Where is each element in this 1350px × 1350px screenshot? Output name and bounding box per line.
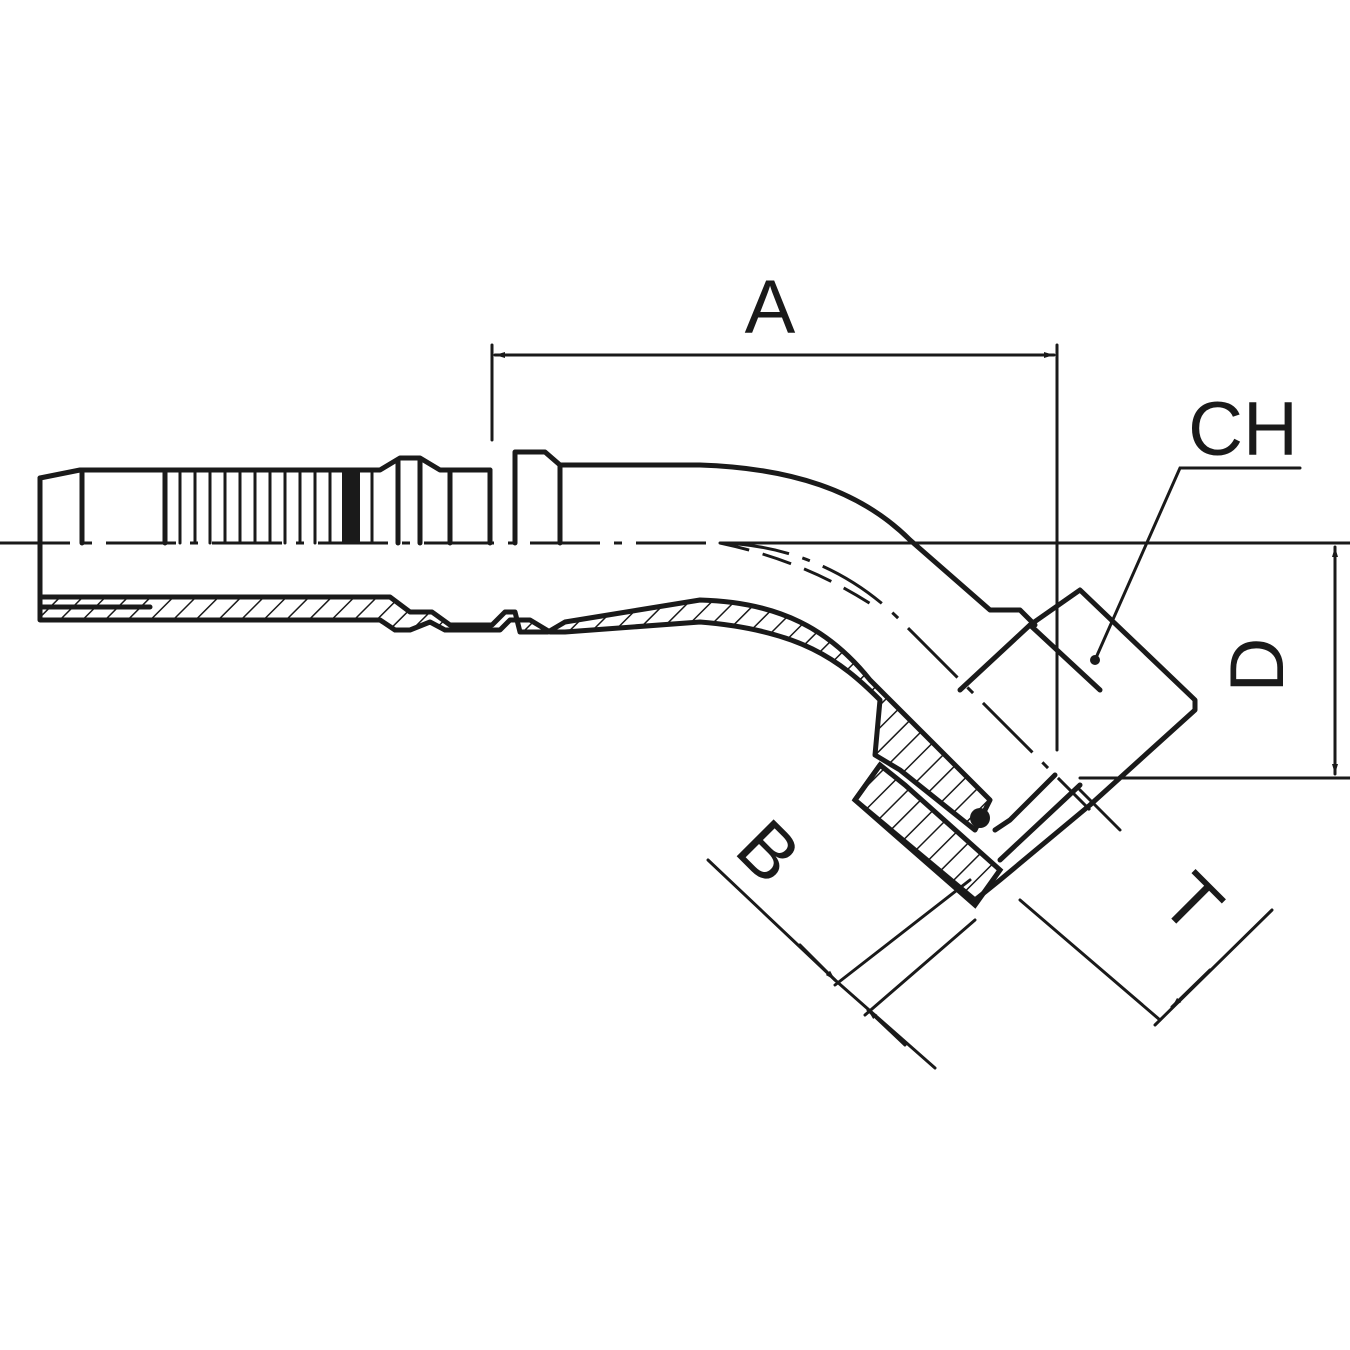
label-t: T [1145,857,1238,950]
label-a: A [745,265,796,350]
collar-and-bent-tube [512,449,1038,628]
label-d: D [1215,638,1300,693]
section-hatch [37,594,993,833]
hose-tail-ribs [178,457,493,546]
dimension-t: T [1018,788,1274,1027]
o-ring [970,808,990,828]
dimension-d: D [718,541,1350,780]
swivel-nut [851,587,1198,909]
dimension-a: A [490,265,1059,752]
dimension-ch: CH [1090,387,1302,665]
label-ch: CH [1188,387,1298,472]
